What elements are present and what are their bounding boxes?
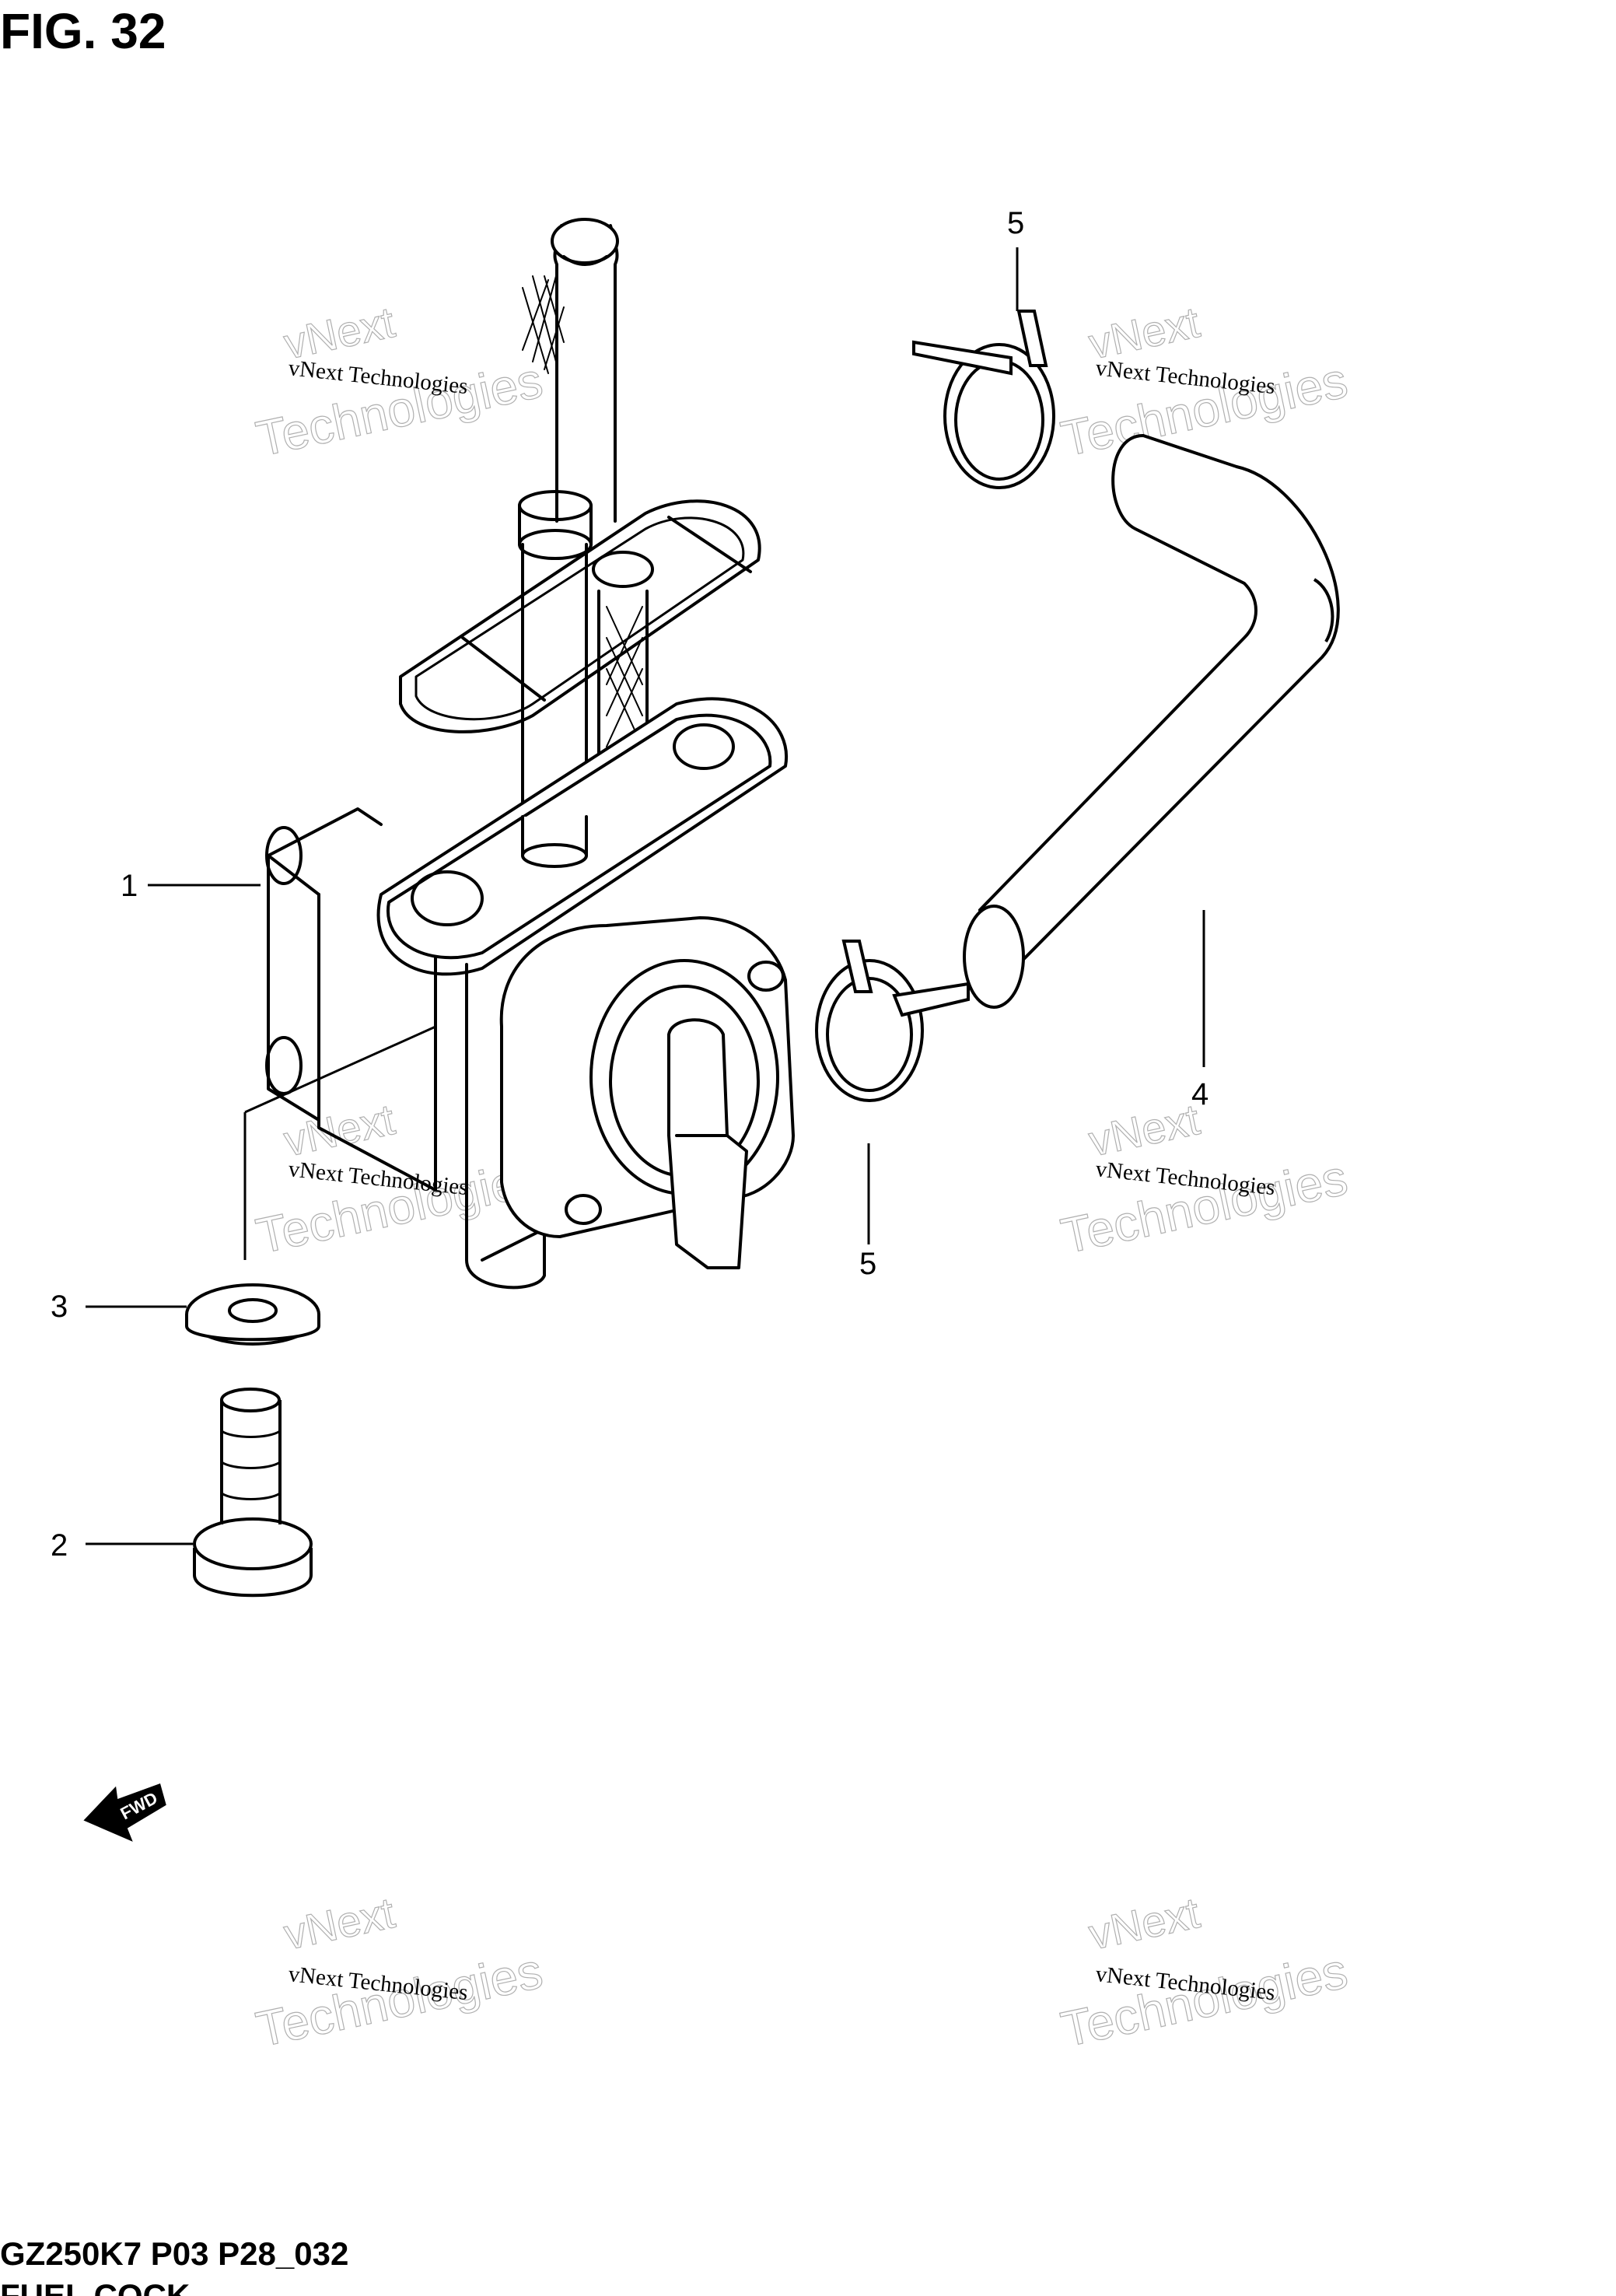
- hose-part: [963, 433, 1340, 1009]
- svg-text:Technologies: Technologies: [1056, 1942, 1352, 2057]
- bolt-part: [193, 1388, 313, 1598]
- clamp-lower-part: [815, 940, 970, 1102]
- washer-part: [185, 1283, 320, 1346]
- clamp-upper-part: [912, 310, 1055, 489]
- svg-text:vNext: vNext: [1085, 1094, 1205, 1165]
- callout-5-bottom: 5: [859, 1247, 876, 1281]
- callout-1: 1: [121, 869, 138, 903]
- figure-title: FIG. 32: [0, 3, 166, 59]
- svg-text:vNext: vNext: [280, 1094, 400, 1165]
- svg-text:vNext: vNext: [1085, 1888, 1205, 1958]
- callout-5-top: 5: [1007, 206, 1024, 240]
- footer-subtitle: FUEL COCK: [0, 2277, 190, 2296]
- svg-text:vNext: vNext: [280, 1888, 400, 1958]
- footer-code: GZ250K7 P03 P28_032: [0, 2235, 348, 2272]
- callout-labels: 1 2 3 4 5 5: [51, 206, 1209, 1563]
- svg-text:Technologies: Technologies: [251, 1942, 547, 2057]
- callout-2: 2: [51, 1528, 68, 1563]
- leader-lines: [86, 247, 1205, 1545]
- callout-3: 3: [51, 1290, 68, 1324]
- fuel-cock-part: [265, 218, 795, 1290]
- callout-4: 4: [1191, 1077, 1209, 1111]
- fwd-arrow-icon: FWD: [83, 1783, 166, 1842]
